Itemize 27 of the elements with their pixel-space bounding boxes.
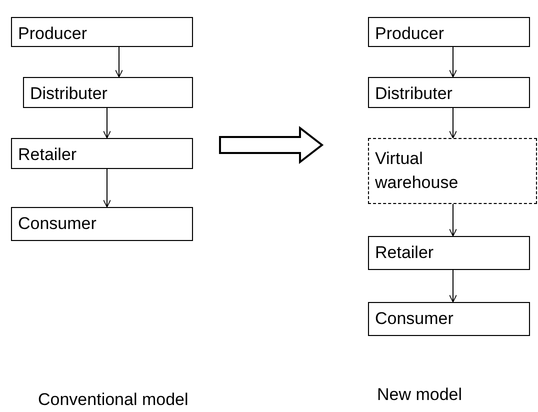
process-box (11, 207, 193, 241)
process-box (368, 17, 530, 47)
process-box (11, 17, 193, 47)
box-label: Producer (18, 23, 88, 45)
box-label: Virtual warehouse (375, 148, 460, 194)
process-box (368, 77, 530, 108)
caption-text: New model (377, 385, 462, 405)
box-label: Consumer (375, 308, 454, 330)
caption-text: Conventional model (38, 390, 188, 410)
box-label: Consumer (18, 213, 98, 235)
box-label: Distributer (30, 83, 108, 105)
process-box (368, 302, 530, 336)
arrow (103, 108, 111, 138)
arrow (449, 46, 457, 78)
arrow (449, 108, 457, 138)
box-label: Distributer (375, 83, 454, 105)
box-label: Retailer (375, 242, 435, 264)
process-box (368, 236, 530, 270)
box-label: Retailer (18, 144, 78, 166)
arrow (449, 204, 457, 236)
process-box (23, 77, 193, 108)
arrow (115, 46, 123, 78)
box-label: Producer (375, 23, 445, 45)
arrow (103, 168, 111, 208)
arrow (449, 270, 457, 302)
process-box (368, 138, 537, 204)
process-box (11, 138, 193, 169)
